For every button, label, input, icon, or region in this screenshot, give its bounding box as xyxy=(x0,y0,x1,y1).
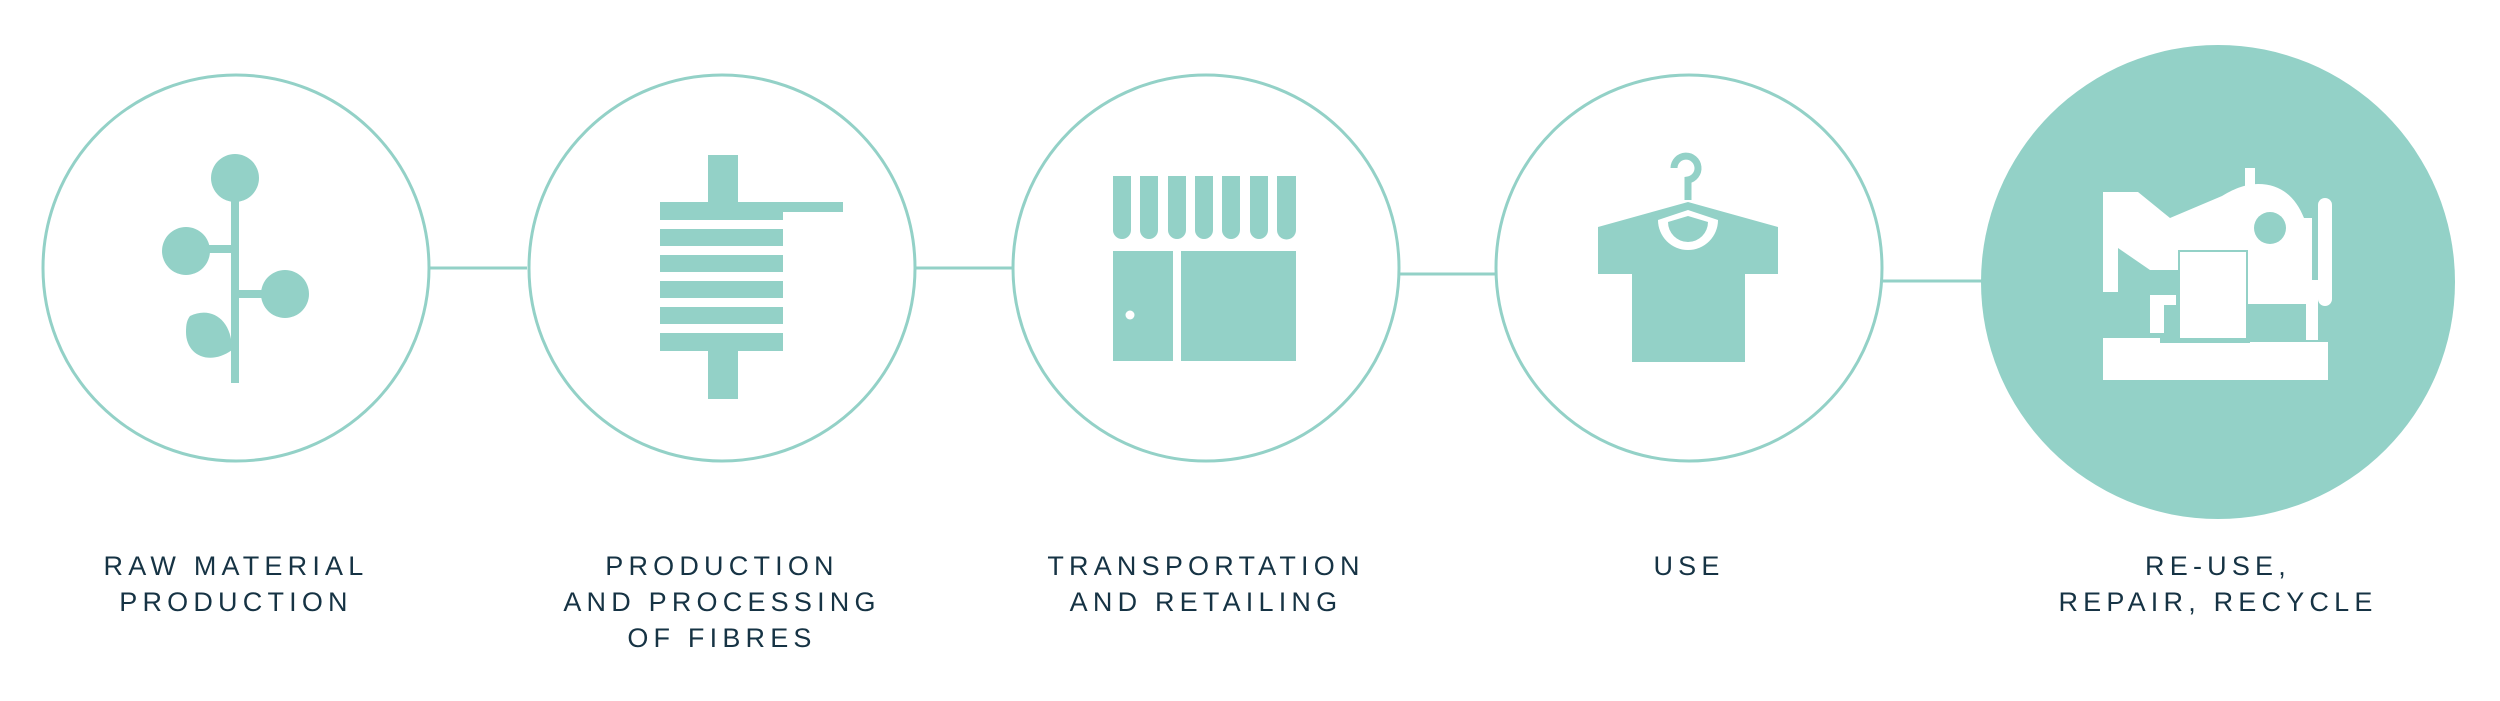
stage-circle xyxy=(1494,73,1884,463)
stage-circle xyxy=(527,73,917,463)
plant-branch-icon xyxy=(162,154,309,383)
stage-label-reuse-repair-recycle: RE-USE, REPAIR, RECYCLE xyxy=(2008,548,2428,620)
stage-production-processing xyxy=(527,73,917,463)
stage-label-line: PRODUCTION xyxy=(119,587,353,617)
stage-label-line: REPAIR, RECYCLE xyxy=(2058,587,2378,617)
stage-label-line: RAW MATERIAL xyxy=(103,551,369,581)
stage-label-line: TRANSPORTATION xyxy=(1047,551,1365,581)
stage-label-line: OF FIBRES xyxy=(627,623,817,653)
storefront-icon xyxy=(1113,176,1296,361)
stage-circle xyxy=(41,73,431,463)
stage-reuse-repair-recycle xyxy=(1981,45,2455,519)
thread-spool-icon xyxy=(660,155,843,399)
stage-label-line: PRODUCTION xyxy=(605,551,839,581)
stage-label-line: AND PROCESSING xyxy=(563,587,881,617)
stage-label-line: AND RETAILING xyxy=(1069,587,1343,617)
tshirt-on-hanger-icon xyxy=(1598,152,1778,362)
stage-label-production-processing: PRODUCTION AND PROCESSING OF FIBRES xyxy=(512,548,932,656)
stage-use xyxy=(1494,73,1884,463)
stage-label-line: RE-USE, xyxy=(2145,551,2291,581)
stage-label-use: USE xyxy=(1479,548,1899,584)
stage-circle xyxy=(1011,73,1401,463)
sewing-machine-icon xyxy=(2103,168,2332,380)
stage-transportation-retailing xyxy=(1011,73,1401,463)
stage-raw-material-production xyxy=(41,73,431,463)
stage-label-transportation-retailing: TRANSPORTATION AND RETAILING xyxy=(996,548,1416,620)
stage-label-raw-material-production: RAW MATERIAL PRODUCTION xyxy=(26,548,446,620)
stage-label-line: USE xyxy=(1653,551,1725,581)
